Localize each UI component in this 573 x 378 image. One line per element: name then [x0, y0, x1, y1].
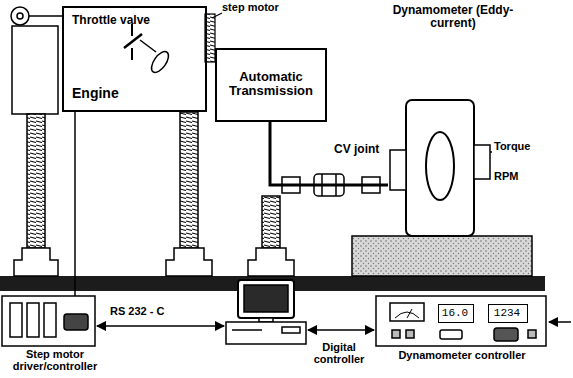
edge-label: CV joint [332, 143, 381, 156]
signal-name: Torque [494, 140, 530, 152]
front-support [27, 114, 45, 248]
throttle-valve-symbol [124, 24, 172, 75]
controller-device [390, 303, 424, 321]
computer [226, 322, 306, 344]
controller-device [528, 330, 536, 338]
computer [238, 280, 294, 318]
driver-device [27, 303, 39, 337]
component-box: Step motor driver/controller [0, 296, 113, 376]
dynamometer-drawing [426, 132, 454, 200]
dynamometer-drawing [406, 100, 474, 236]
front-support [17, 13, 23, 19]
component-label: 1234 [489, 307, 525, 319]
driver-device [2, 296, 95, 346]
component-label: Step motor driver/controller [0, 348, 110, 372]
component-box: Throttle valveEngine [62, 6, 207, 112]
component-label: Dynamometer controller [376, 349, 548, 361]
engine-mount [166, 248, 212, 276]
component-box: Dynamometer (Eddy-current) [388, 4, 521, 236]
front-support [11, 7, 29, 25]
computer [226, 280, 306, 344]
dynamometer-drawing [474, 145, 490, 179]
control-wire [74, 112, 76, 296]
controller-device [376, 296, 546, 346]
controller-device [494, 328, 518, 341]
link-name: RS 232 - C [110, 305, 164, 317]
display-box: 1234 [488, 304, 528, 323]
computer [282, 327, 300, 333]
signal-name: RPM [494, 170, 518, 182]
transmission-mount [262, 196, 280, 248]
component-box: Automatic Transmission [215, 48, 327, 122]
throttle-valve-symbol [124, 34, 142, 48]
controller-device [440, 330, 462, 339]
component-label: Throttle valve [72, 14, 150, 27]
controller-device [376, 296, 546, 346]
signal-wire [97, 325, 224, 327]
part-name: step motor [222, 1, 279, 13]
component-box: 16.0 1234Dynamometer controller [376, 296, 551, 368]
controller-device [406, 330, 414, 338]
step-motor-symbol [212, 13, 222, 18]
component-label: 16.0 [439, 307, 471, 319]
engine-mount [180, 112, 198, 248]
throttle-valve-symbol [131, 48, 133, 60]
step-motor-symbol [205, 13, 222, 62]
signal-wire [549, 321, 571, 323]
front-support [12, 26, 58, 114]
engine-mount [166, 112, 212, 276]
driver-device [64, 314, 88, 330]
signal-wire [97, 152, 571, 330]
link-name: Digital controller [308, 341, 370, 365]
drive-shaft [270, 122, 388, 185]
front-support [11, 7, 62, 276]
controller-device [407, 309, 412, 318]
component-label: Automatic Transmission [221, 70, 321, 99]
dynamometer-drawing [352, 236, 532, 276]
signal-wire [308, 329, 374, 331]
computer [232, 329, 262, 331]
signal-wire [490, 151, 492, 153]
throttle-valve-symbol [148, 49, 172, 76]
front-support [29, 15, 62, 17]
driver-device [44, 303, 56, 337]
driver-device [2, 296, 95, 346]
component-label: Dynamometer (Eddy-current) [388, 4, 518, 30]
front-support [14, 248, 58, 276]
transmission-mount [248, 248, 294, 276]
dynamometer-drawing [352, 100, 532, 276]
component-title: Engine [72, 86, 119, 101]
computer [244, 285, 288, 312]
dynamometer-drawing [390, 150, 406, 190]
controller-device [392, 330, 400, 338]
driver-device [10, 303, 22, 337]
throttle-valve-symbol [140, 40, 156, 52]
display-box: 16.0 [438, 304, 474, 323]
